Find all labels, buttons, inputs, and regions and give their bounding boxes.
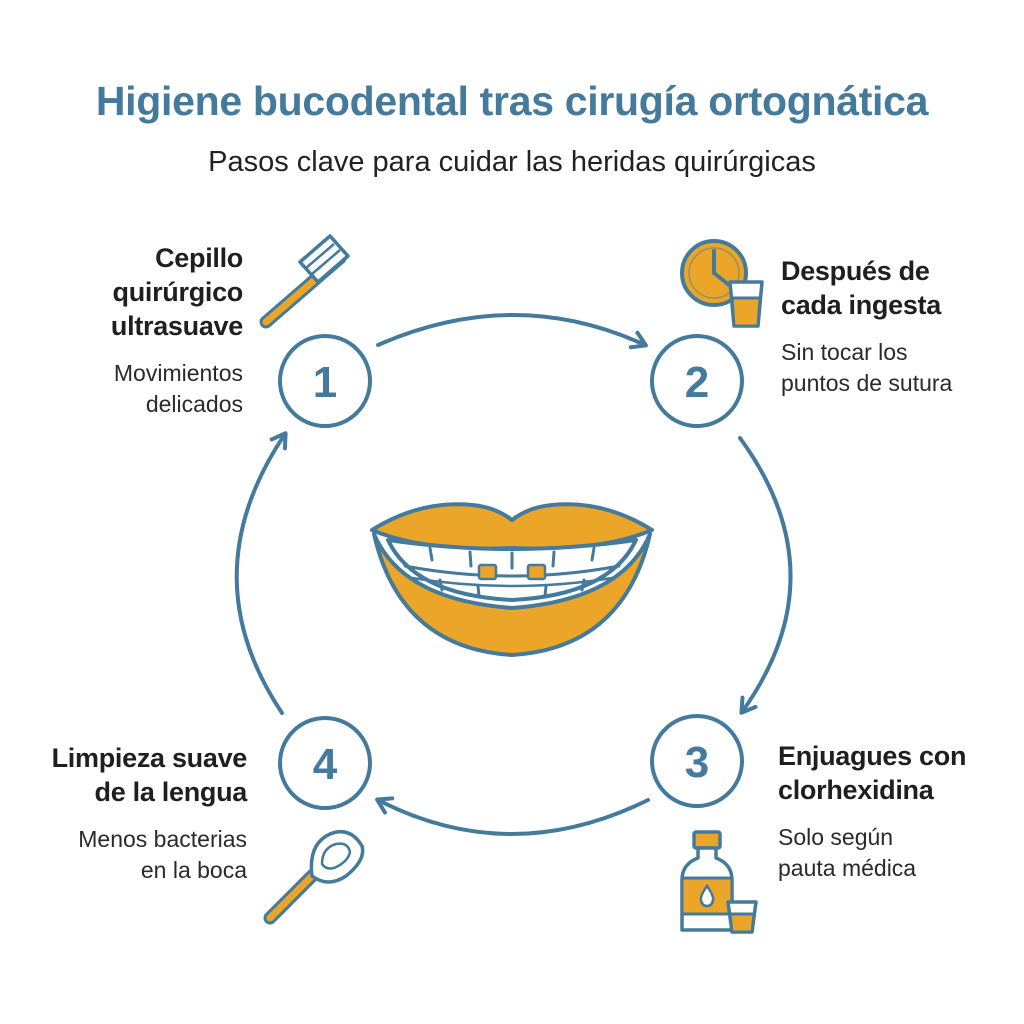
step-4-desc-line: Menos bacterias	[78, 826, 247, 852]
step-4-text: Limpieza suave de la lengua Menos bacter…	[20, 741, 248, 886]
arrow-1-to-2	[376, 313, 648, 350]
step-1-number: 1	[313, 358, 337, 407]
step-4-title-line: de la lengua	[94, 777, 248, 807]
step-3-title-line: clorhexidina	[778, 775, 934, 805]
step-1-desc-line: delicados	[145, 391, 243, 417]
step-3-text: Enjuagues con clorhexidina Solo según pa…	[778, 739, 1008, 884]
step-2-text: Después de cada ingesta Sin tocar los pu…	[781, 254, 1001, 399]
step-1-description: Movimientos delicados	[40, 358, 243, 420]
step-2-circle: 2	[650, 334, 744, 428]
page-title: Higiene bucodental tras cirugía ortognát…	[95, 78, 929, 124]
smiling-mouth-with-braces-icon	[370, 502, 654, 657]
step-1-circle: 1	[278, 334, 372, 428]
step-2-title-line: cada ingesta	[781, 290, 941, 320]
step-2-title: Después de cada ingesta	[781, 254, 1001, 322]
step-3-desc-line: Solo según	[778, 824, 894, 850]
step-4-desc-line: en la boca	[140, 857, 247, 883]
step-4-title: Limpieza suave de la lengua	[20, 741, 248, 809]
step-1-title: Cepillo quirúrgico ultrasuave	[40, 241, 243, 343]
step-2-number: 2	[685, 358, 709, 407]
page-subtitle: Pasos clave para cuidar las heridas quir…	[208, 146, 816, 178]
arrow-2-to-3	[738, 436, 793, 715]
step-3-description: Solo según pauta médica	[778, 822, 1008, 884]
step-3-title: Enjuagues con clorhexidina	[778, 739, 1008, 807]
step-1-text: Cepillo quirúrgico ultrasuave Movimiento…	[40, 241, 243, 420]
step-4-number: 4	[313, 740, 338, 789]
clock-and-glass-icon	[680, 239, 764, 328]
arrow-3-to-4	[375, 796, 650, 836]
step-2-title-line: Después de	[781, 256, 930, 286]
step-2-desc-line: puntos de sutura	[781, 370, 953, 396]
mouthwash-bottle-icon	[680, 830, 758, 934]
step-3-desc-line: pauta médica	[778, 855, 917, 881]
step-3-number: 3	[685, 738, 709, 787]
toothbrush-icon	[259, 234, 350, 329]
step-1-title-line: ultrasuave	[110, 311, 243, 341]
step-2-description: Sin tocar los puntos de sutura	[781, 337, 1001, 399]
arrow-4-to-1	[234, 431, 288, 715]
step-1-title-line: quirúrgico	[112, 277, 244, 307]
step-1-title-line: Cepillo	[155, 243, 243, 273]
step-1-desc-line: Movimientos	[113, 360, 243, 386]
tongue-scraper-icon	[263, 830, 365, 925]
step-3-title-line: Enjuagues con	[778, 741, 967, 771]
step-4-description: Menos bacterias en la boca	[20, 824, 247, 886]
step-4-title-line: Limpieza suave	[51, 743, 248, 773]
step-2-desc-line: Sin tocar los	[781, 339, 908, 365]
step-3-circle: 3	[650, 714, 744, 808]
step-4-circle: 4	[278, 716, 372, 810]
